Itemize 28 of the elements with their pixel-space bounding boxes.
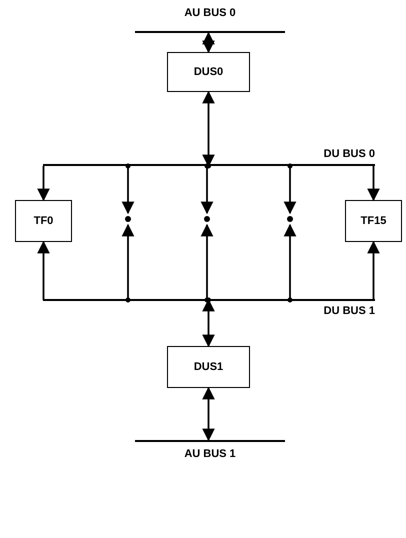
- arrow: [367, 166, 380, 202]
- bus-label: AU BUS 0: [184, 8, 236, 19]
- unit-label: DUS1: [194, 362, 224, 372]
- bus-line: [135, 8, 285, 33]
- arrow: [284, 224, 296, 300]
- bus-line: [43, 299, 375, 317]
- unit-box: [15, 200, 72, 242]
- bus-label: DU BUS 1: [324, 306, 375, 317]
- arrow: [367, 240, 380, 300]
- unit-box: [167, 346, 250, 388]
- unit-label: TF0: [34, 216, 54, 226]
- bus-label: DU BUS 0: [324, 149, 375, 160]
- arrow: [284, 166, 296, 214]
- arrow: [200, 166, 214, 214]
- unit-box: [345, 200, 402, 242]
- unit-label: TF15: [360, 216, 386, 226]
- unit-label: DUS0: [194, 66, 224, 78]
- arrow: [202, 386, 215, 442]
- arrow: [122, 166, 134, 214]
- unit-box: [167, 52, 250, 92]
- arrow: [122, 224, 134, 300]
- bus-line: [135, 440, 285, 460]
- arrow: [200, 224, 214, 300]
- arrow: [37, 240, 50, 300]
- bus-label: AU BUS 1: [184, 449, 236, 460]
- arrow: [37, 166, 50, 202]
- bus-line: [43, 149, 375, 166]
- arrow: [202, 32, 215, 54]
